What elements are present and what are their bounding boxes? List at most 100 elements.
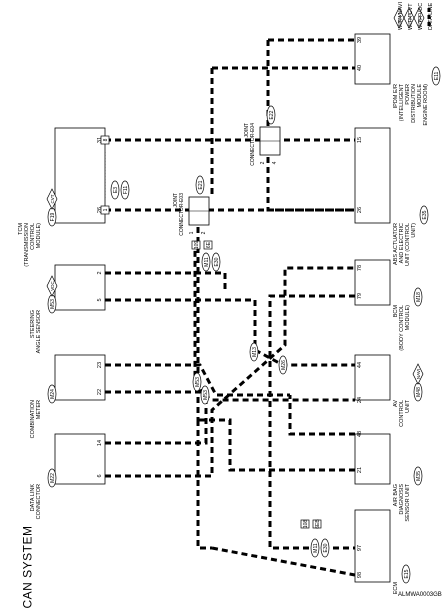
harness-tag-0-oval (192, 372, 202, 392)
label-bcm-0: BCM (393, 305, 399, 318)
joint-pin-e03-1: 1 (189, 231, 195, 234)
pin-bcm-79: 79 (357, 293, 363, 299)
inline-code-harness-0-oval (201, 252, 211, 272)
code-abs: E35 (422, 210, 428, 219)
label-av-0: AV (393, 400, 399, 407)
label-abs-1: AND ELECTRIC (399, 223, 405, 263)
legend-text-2: WITH VDC (418, 3, 424, 30)
inline-terminal-tcm-0: 8 (103, 138, 109, 141)
inline-code-harness-0: M11 (204, 257, 210, 267)
code-airbag: M35 (416, 471, 422, 481)
label-steering-1: ANGLE SENSOR (36, 310, 42, 353)
pin-ecm-98: 98 (357, 572, 363, 578)
pin-bcm-78: 78 (357, 265, 363, 271)
inline-code-ecm-0-oval (310, 538, 320, 558)
wire-steering-5 (105, 271, 227, 290)
code-steering: M53 (50, 299, 56, 309)
label-ecm-0: ECM (393, 582, 399, 595)
joint-label-e03-0: JOINT (173, 193, 179, 207)
inline-terminal-tcm-1: 1 (103, 208, 109, 211)
code-bcm: M18 (416, 292, 422, 302)
legend-badge-2: VDC (417, 13, 422, 23)
label-tcm-0: TCM (18, 223, 24, 235)
legend-text-3: DATA LINE (428, 2, 434, 30)
harness-tag-1-oval (249, 342, 259, 362)
legend-badge-0-diamond (393, 7, 405, 29)
wire-bcm-79-ecm-97 (268, 294, 355, 550)
label-bcm-2: MODULE) (405, 305, 411, 331)
legend-badge-0: NAVI (397, 13, 402, 23)
label-combination-1: METER (36, 400, 42, 419)
label-ipdm-3: DISTRIBUTION (411, 84, 417, 123)
pin-combination-23: 23 (97, 362, 103, 368)
pin-ipdm-39: 39 (357, 37, 363, 43)
pin-airbag-21: 21 (357, 467, 363, 473)
label-tcm-1: (TRANSMISSION (24, 223, 30, 267)
label-av-2: UNIT (405, 399, 411, 412)
wire-dlc-6 (105, 266, 355, 478)
code-bcm-oval (413, 287, 423, 307)
harness-tag-1: M13 (252, 347, 258, 357)
harness-tag-0: M53 (195, 377, 201, 387)
label-combination-0: COMBINATION (30, 400, 36, 438)
legend-badge-1-diamond (403, 7, 415, 29)
label-ipdm-5: ENGINE ROOM) (423, 84, 429, 126)
inline-terminal-ecm-1: 6EB (315, 519, 321, 529)
module-combination (54, 354, 106, 401)
wire-ecm-98 (196, 420, 212, 550)
module-ipdm (354, 33, 391, 85)
wire-tcm-31-abs-26 (105, 138, 355, 212)
wire-dlc-14 (105, 250, 208, 445)
inline-terminal-tcm-0-box (100, 135, 110, 145)
code-ecm-oval (401, 564, 411, 584)
wire-airbag-21 (198, 418, 355, 472)
legend-badge-1: CVT (407, 13, 412, 22)
tag-steering-diamond (46, 275, 58, 297)
label-ipdm-4: MODULE (417, 84, 423, 108)
inline-code-ecm-0: M11 (313, 543, 319, 553)
code-combination: M24 (50, 389, 56, 399)
inline-terminal-tcm-1-box (100, 205, 110, 215)
joint-pin-e03-2: 2 (201, 231, 207, 234)
tag-av-diamond (412, 363, 424, 385)
label-dlc-0: DATA LINK (30, 484, 36, 512)
wire-airbag-48 (288, 395, 355, 436)
pin-ecm-97: 97 (357, 545, 363, 551)
label-airbag-0: AIR BAG (393, 484, 399, 506)
pin-abs-26: 26 (357, 207, 363, 213)
harness-tag-3: M53 (203, 390, 209, 400)
pin-dlc-6: 6 (97, 474, 103, 477)
joint-label-e04-1: CONNECTOR-E04 (250, 123, 256, 166)
code-dlc: M22 (50, 473, 56, 483)
inline-code-ecm-1-oval (320, 538, 330, 558)
joint-pin-e04-2: 2 (260, 161, 266, 164)
code-tcm: F19 (50, 212, 56, 221)
code-abs-oval (419, 205, 429, 225)
code-av: M48 (416, 387, 422, 397)
module-ecm (354, 509, 391, 583)
wire-ecm-98-lead (211, 546, 356, 577)
label-steering-0: STEERING (30, 310, 36, 338)
inline-code-ecm-1: E30 (323, 543, 329, 552)
pin-av-44: 44 (357, 362, 363, 368)
legend-text-0: WITH NAVI (398, 2, 404, 30)
pin-abs-15: 15 (357, 137, 363, 143)
code-ipdm: E11 (434, 72, 440, 81)
label-abs-3: UNIT) (411, 223, 417, 238)
label-ipdm-2: POWER (405, 84, 411, 105)
pin-steering-5: 5 (97, 298, 103, 301)
harness-tag-3-oval (200, 385, 210, 405)
label-airbag-1: DIAGNOSIS (399, 484, 405, 515)
inline-terminal-harness-0: 109 (194, 241, 200, 250)
inline-terminal-ecm-1-box (312, 519, 322, 529)
module-abs (354, 127, 391, 224)
label-dlc-1: CONNECTOR (36, 484, 42, 519)
joint-label-e04-0: JOINT (244, 123, 250, 137)
label-abs-0: ABS ACTUATOR (393, 223, 399, 265)
label-tcm-3: MODULE) (36, 223, 42, 249)
label-tcm-2: CONTROL (30, 223, 36, 250)
code-airbag-oval (413, 466, 423, 486)
inline-code-tcm-0: E3 (113, 187, 119, 193)
inline-code-harness-1: E30 (214, 257, 220, 266)
pin-combination-22: 22 (97, 389, 103, 395)
